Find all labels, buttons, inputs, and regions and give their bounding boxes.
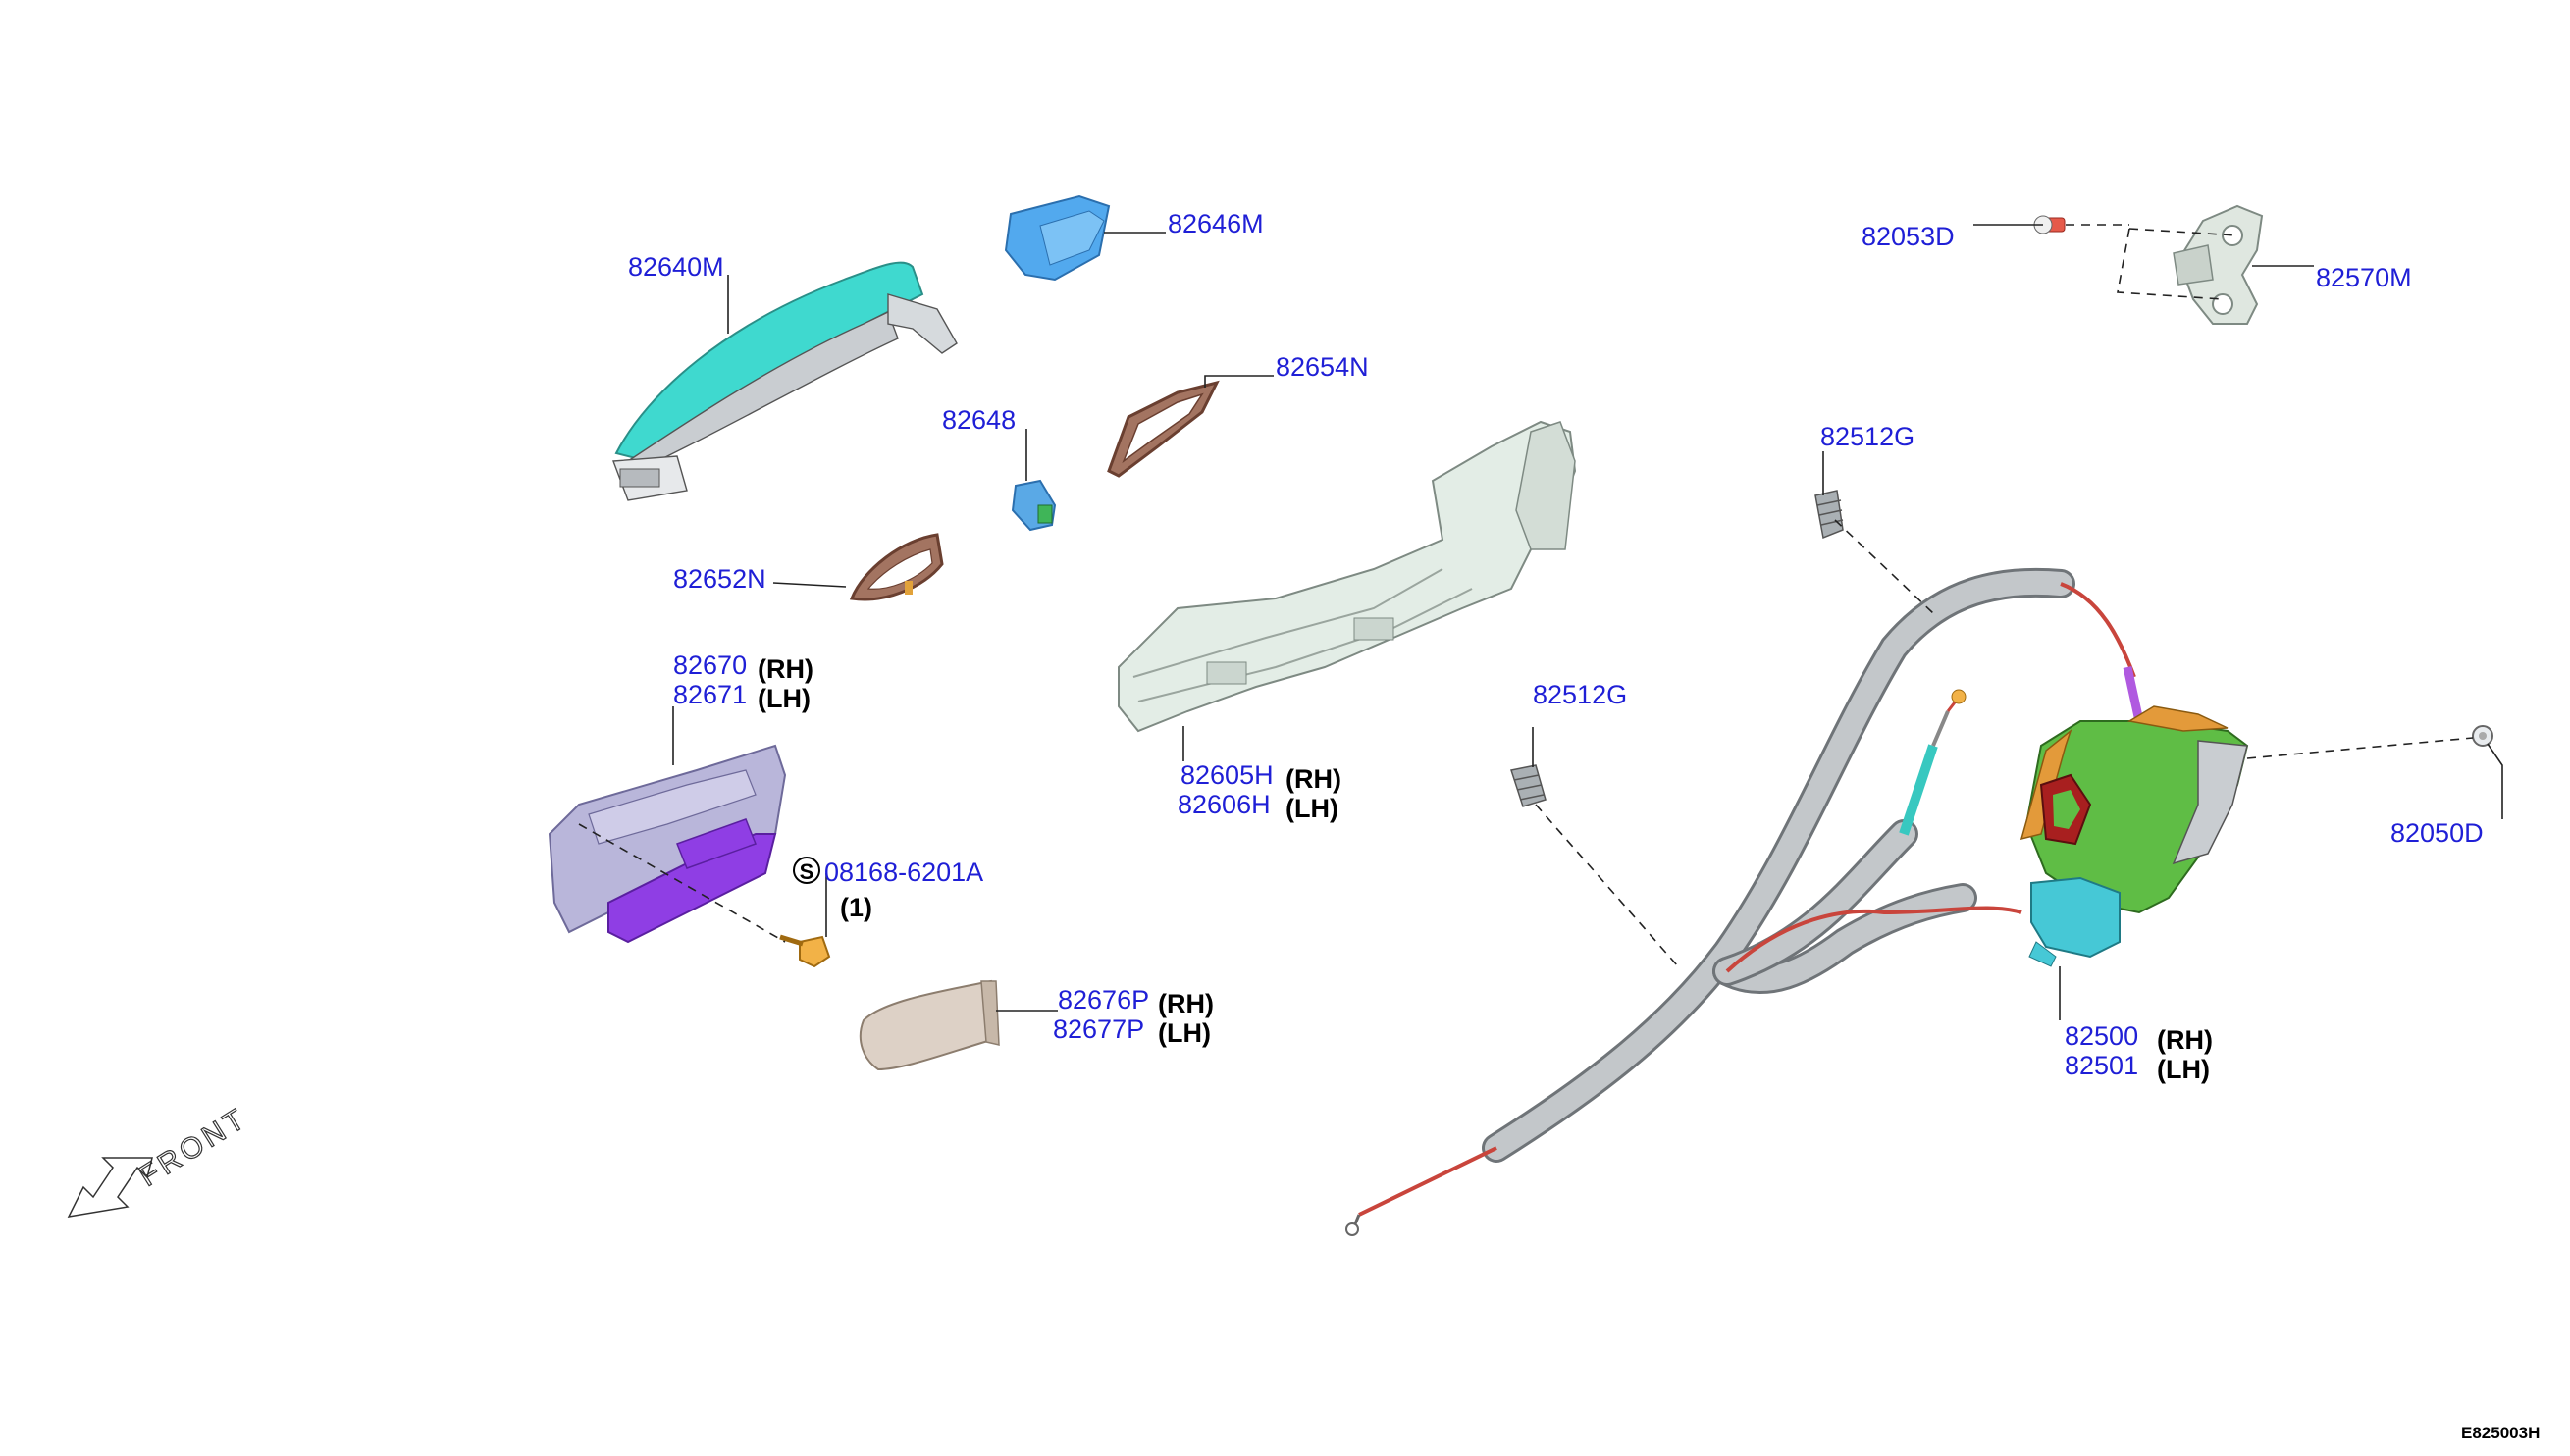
label-08168-qty: (1) — [840, 893, 872, 922]
front-label: FRONT — [133, 1102, 253, 1193]
cable-clip-lower-part[interactable] — [1510, 764, 1547, 807]
label-82648[interactable]: 82648 — [942, 405, 1016, 435]
front-direction-indicator: FRONT — [67, 1101, 254, 1218]
screw-symbol-icon: S — [793, 857, 820, 884]
label-82512G-upper[interactable]: 82512G — [1820, 422, 1914, 451]
label-82053D[interactable]: 82053D — [1862, 222, 1955, 251]
striker-part[interactable] — [2173, 204, 2264, 325]
label-82605H[interactable]: 82605H — [1180, 760, 1274, 790]
label-82676P-side: (RH) — [1158, 989, 1214, 1018]
label-82640M[interactable]: 82640M — [628, 252, 724, 282]
figure-code: E825003H — [2461, 1424, 2540, 1442]
label-82654N[interactable]: 82654N — [1276, 352, 1369, 382]
label-82500-side: (RH) — [2157, 1025, 2213, 1055]
leader-lines — [672, 224, 2503, 1020]
cable-clip-upper-part[interactable] — [1814, 490, 1844, 540]
label-08168-6201A[interactable]: 08168-6201A — [824, 858, 983, 887]
sensor-part[interactable] — [1011, 479, 1057, 532]
inside-handle-escutcheon-part[interactable] — [548, 744, 787, 944]
cable-assembly-part[interactable] — [1345, 567, 2144, 1236]
label-82501[interactable]: 82501 — [2065, 1051, 2138, 1080]
label-82671-side: (LH) — [758, 684, 811, 713]
label-82652N[interactable]: 82652N — [673, 564, 766, 594]
lock-bolt-part[interactable] — [2472, 725, 2493, 747]
label-82512G-lower[interactable]: 82512G — [1533, 680, 1627, 709]
gasket-rear-part[interactable] — [849, 533, 944, 601]
label-82676P[interactable]: 82676P — [1058, 985, 1149, 1014]
svg-text:S: S — [800, 859, 814, 884]
label-82670[interactable]: 82670 — [673, 650, 747, 680]
label-82570M[interactable]: 82570M — [2316, 263, 2412, 292]
label-82605H-side: (RH) — [1285, 764, 1341, 794]
label-82671[interactable]: 82671 — [673, 680, 747, 709]
label-82670-side: (RH) — [758, 654, 813, 684]
assembly-dashed-lines — [578, 224, 2474, 967]
label-82501-side: (LH) — [2157, 1055, 2210, 1084]
label-82606H-side: (LH) — [1285, 794, 1338, 823]
screw-part[interactable] — [779, 934, 831, 968]
label-82050D[interactable]: 82050D — [2390, 818, 2484, 848]
handle-frame-part[interactable] — [1118, 420, 1577, 733]
label-82500[interactable]: 82500 — [2065, 1021, 2138, 1051]
label-82606H[interactable]: 82606H — [1178, 790, 1271, 819]
label-82677P[interactable]: 82677P — [1053, 1014, 1144, 1044]
escutcheon-cover-part[interactable] — [859, 979, 1000, 1071]
door-lock-actuator-part[interactable] — [2019, 705, 2249, 967]
label-82646M[interactable]: 82646M — [1168, 209, 1264, 238]
outside-handle-part[interactable] — [612, 261, 958, 501]
front-arrow-icon — [67, 1157, 153, 1218]
handle-cap-part[interactable] — [1004, 194, 1111, 282]
label-82677P-side: (LH) — [1158, 1018, 1211, 1048]
gasket-front-part[interactable] — [1107, 380, 1220, 478]
part-labels: 82640M 82646M 82654N 82648 82652N 82670 … — [628, 209, 2484, 1084]
